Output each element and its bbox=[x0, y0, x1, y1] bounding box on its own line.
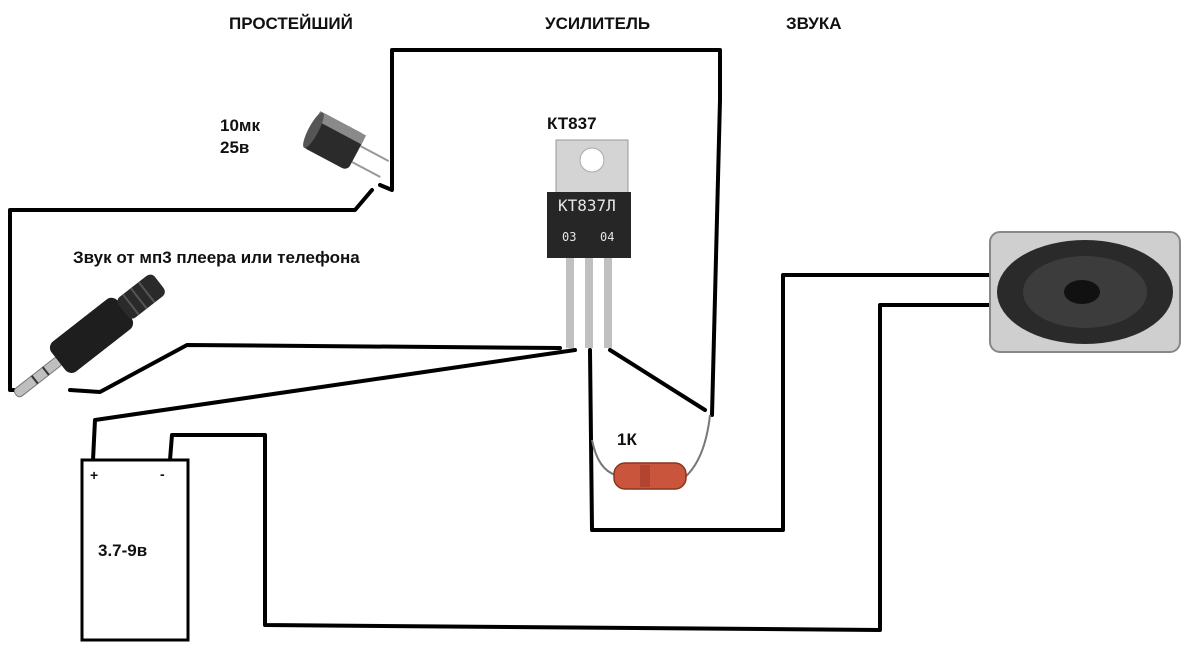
title-word-2: УСИЛИТЕЛЬ bbox=[545, 14, 651, 33]
resistor bbox=[591, 414, 711, 490]
resistor-label: 1К bbox=[617, 430, 637, 449]
capacitor-value-line2: 25в bbox=[220, 138, 250, 157]
capacitor-stripe bbox=[315, 111, 367, 145]
wire-jack-ground bbox=[68, 343, 562, 394]
title-word-1: ПРОСТЕЙШИЙ bbox=[229, 14, 353, 33]
transistor-lead-2 bbox=[585, 258, 593, 348]
transistor-mount-hole bbox=[579, 147, 605, 173]
resistor-lead-right bbox=[683, 414, 711, 479]
resistor-band bbox=[640, 465, 650, 487]
battery-voltage-label: 3.7-9в bbox=[98, 541, 148, 560]
jack-ring-2 bbox=[41, 366, 50, 376]
capacitor-lead-1 bbox=[360, 145, 390, 162]
transistor-lead-3 bbox=[604, 258, 612, 348]
transistor-marking-2a: 03 bbox=[562, 230, 577, 244]
transistor-marking-2b: 04 bbox=[600, 230, 615, 244]
transistor-package bbox=[547, 192, 631, 258]
wire-capacitor-to-top bbox=[378, 48, 722, 417]
capacitor bbox=[303, 111, 390, 178]
resistor-lead-left bbox=[591, 439, 617, 476]
battery bbox=[80, 458, 190, 642]
wire-battery-minus bbox=[168, 303, 992, 632]
battery-plus-label: + bbox=[90, 467, 99, 483]
jack-body bbox=[49, 297, 134, 373]
wire-battery-plus bbox=[91, 348, 577, 462]
jack-plug-tip bbox=[13, 357, 62, 398]
input-label: Звук от мп3 плеера или телефона bbox=[73, 248, 360, 267]
battery-minus-label: - bbox=[160, 466, 165, 482]
transistor bbox=[547, 139, 631, 348]
speaker bbox=[989, 231, 1181, 353]
wire-transistor-to-speaker bbox=[588, 273, 992, 532]
transistor-marking-1: КТ837Л bbox=[558, 196, 616, 215]
battery-body bbox=[80, 458, 190, 642]
wires bbox=[8, 48, 992, 632]
jack-strain-relief bbox=[117, 274, 165, 319]
speaker-dust-cap bbox=[1064, 280, 1100, 304]
capacitor-value-line1: 10мк bbox=[220, 116, 260, 135]
wire-transistor-to-resistor bbox=[608, 348, 707, 412]
transistor-label: КТ837 bbox=[547, 114, 597, 133]
jack-ring-1 bbox=[30, 375, 39, 385]
transistor-lead-1 bbox=[566, 258, 574, 348]
capacitor-lead-2 bbox=[351, 161, 381, 178]
audio-jack bbox=[13, 274, 165, 398]
capacitor-top bbox=[303, 112, 324, 148]
wire-jack-to-capacitor bbox=[8, 188, 374, 392]
title-word-3: ЗВУКА bbox=[786, 14, 842, 33]
